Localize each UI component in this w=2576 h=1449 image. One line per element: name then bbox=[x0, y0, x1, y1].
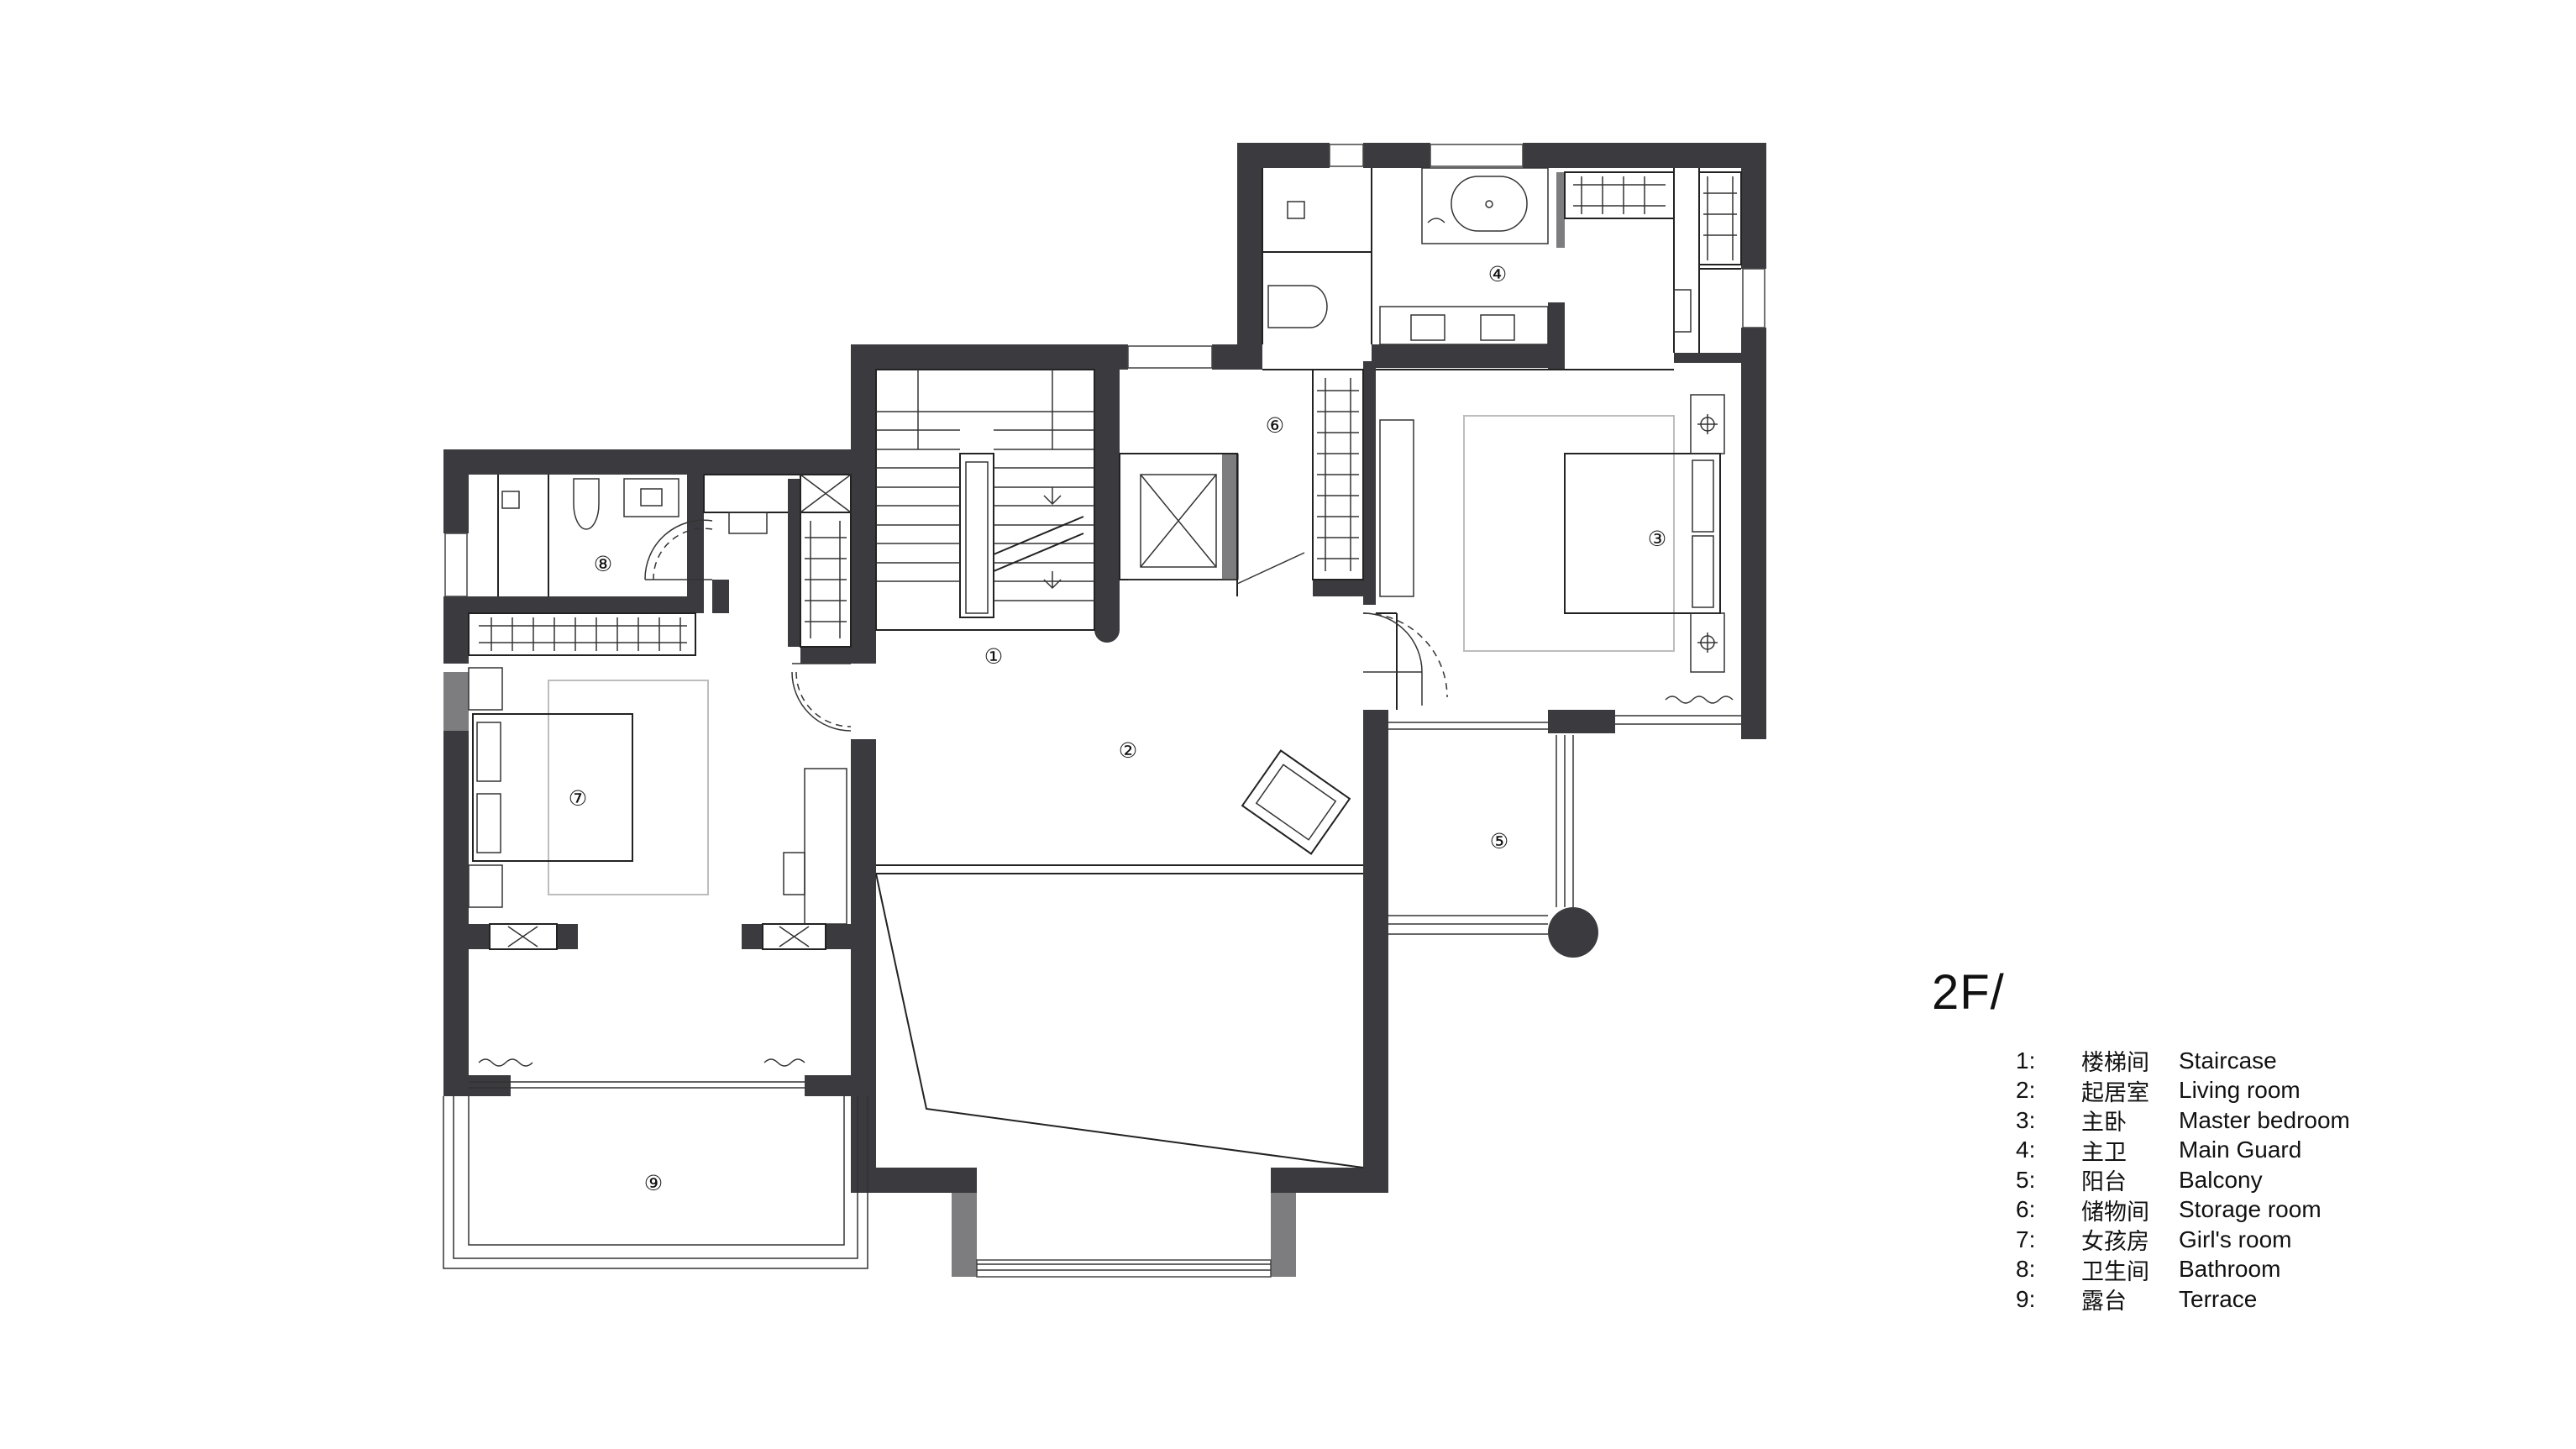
windows bbox=[443, 144, 1765, 1278]
legend-item-number: 1: bbox=[2016, 1047, 2036, 1074]
room-marker-6: ⑥ bbox=[1266, 413, 1284, 438]
girls-room-furniture bbox=[468, 667, 847, 950]
legend-item: 8: 卫生间 Bathroom bbox=[1932, 1255, 2350, 1285]
room-marker-4: ④ bbox=[1488, 262, 1507, 286]
legend-item-english: Master bedroom bbox=[2179, 1106, 2350, 1133]
legend-item-english: Staircase bbox=[2179, 1047, 2277, 1074]
room-marker-3: ③ bbox=[1648, 527, 1666, 551]
room-marker-7: ⑦ bbox=[569, 786, 587, 811]
legend-item: 7: 女孩房 Girl's room bbox=[1932, 1225, 2350, 1256]
room-marker-2: ② bbox=[1119, 738, 1137, 763]
legend-item: 5: 阳台 Balcony bbox=[1932, 1165, 2350, 1196]
legend-item-chinese: 露台 bbox=[2081, 1289, 2127, 1315]
room-marker-8: ⑧ bbox=[594, 552, 612, 576]
legend-item-english: Storage room bbox=[2179, 1196, 2322, 1223]
legend-item: 1: 楼梯间 Staircase bbox=[1932, 1046, 2350, 1077]
legend-item: 2: 起居室 Living room bbox=[1932, 1076, 2350, 1106]
legend-list: 1: 楼梯间 Staircase 2: 起居室 Living room 3: 主卧 Master… bbox=[1932, 1046, 2350, 1315]
staircase bbox=[875, 369, 1095, 631]
master-bedroom-furniture bbox=[1379, 289, 1725, 673]
legend-item-english: Girl's room bbox=[2179, 1226, 2292, 1252]
elevator-shaft bbox=[1119, 453, 1239, 580]
legend-item-number: 6: bbox=[2016, 1196, 2036, 1223]
room-marker-1: ① bbox=[984, 644, 1003, 669]
room-markers: ① ② ③ ④ ⑤ ⑥ ⑦ ⑧ ⑨ bbox=[569, 262, 1666, 1195]
legend: 2F/ 1: 楼梯间 Staircase 2: 起居室 Living room 3: 主卧 Ma… bbox=[1932, 964, 2350, 1315]
legend-item-number: 3: bbox=[2016, 1106, 2036, 1133]
legend-item-number: 5: bbox=[2016, 1166, 2036, 1193]
legend-item-english: Living room bbox=[2179, 1077, 2301, 1104]
floor-title: 2F/ bbox=[1932, 965, 2005, 1020]
legend-item-chinese: 主卧 bbox=[2081, 1110, 2127, 1137]
legend-item-chinese: 阳台 bbox=[2081, 1169, 2127, 1196]
legend-item-chinese: 主卫 bbox=[2081, 1139, 2127, 1166]
room-marker-5: ⑤ bbox=[1490, 829, 1508, 853]
legend-item-number: 7: bbox=[2016, 1226, 2036, 1252]
legend-item-chinese: 女孩房 bbox=[2081, 1229, 2149, 1256]
legend-item: 4: 主卫 Main Guard bbox=[1932, 1136, 2350, 1166]
legend-item-chinese: 储物间 bbox=[2081, 1199, 2149, 1226]
closets bbox=[468, 171, 1742, 656]
legend-item-english: Bathroom bbox=[2179, 1256, 2281, 1283]
legend-item-chinese: 楼梯间 bbox=[2081, 1050, 2149, 1077]
legend-item: 3: 主卧 Master bedroom bbox=[1932, 1105, 2350, 1137]
walls bbox=[443, 143, 1766, 1277]
legend-item-number: 8: bbox=[2016, 1256, 2036, 1283]
doors bbox=[644, 519, 1448, 732]
legend-item-number: 2: bbox=[2016, 1077, 2036, 1104]
bathroom-4-fixtures bbox=[1267, 167, 1549, 345]
legend-item-chinese: 起居室 bbox=[2081, 1079, 2149, 1106]
legend-item-english: Main Guard bbox=[2179, 1137, 2302, 1163]
legend-item: 9: 露台 Terrace bbox=[1932, 1284, 2350, 1315]
legend-item-number: 9: bbox=[2016, 1285, 2036, 1312]
legend-item-number: 4: bbox=[2016, 1137, 2036, 1163]
legend-item-english: Terrace bbox=[2179, 1285, 2258, 1312]
room-marker-9: ⑨ bbox=[644, 1171, 663, 1195]
legend-item: 6: 储物间 Storage room bbox=[1932, 1195, 2350, 1226]
armchair bbox=[1241, 749, 1351, 855]
bathroom-8-fixtures bbox=[501, 478, 768, 534]
legend-item-chinese: 卫生间 bbox=[2081, 1258, 2149, 1285]
legend-item-english: Balcony bbox=[2179, 1166, 2263, 1193]
